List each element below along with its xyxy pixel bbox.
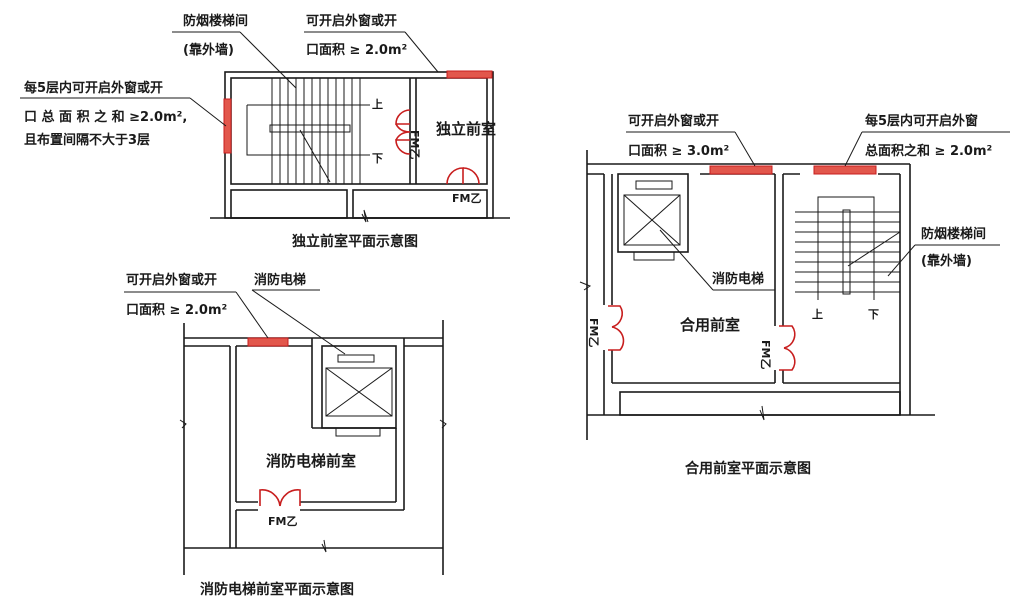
window-b-line1: 每5层内可开启外窗 xyxy=(865,113,978,129)
window-left-line3: 且布置间隔不大于3层 xyxy=(24,132,150,148)
window-top xyxy=(446,70,493,79)
stair-label-line2: (靠外墙) xyxy=(921,253,972,269)
window-b xyxy=(813,165,877,175)
room-label: 消防电梯前室 xyxy=(266,452,356,470)
stair-label-line2: (靠外墙) xyxy=(183,42,234,58)
leader-lines xyxy=(20,31,439,127)
stair-label-line1: 防烟楼梯间 xyxy=(921,226,986,242)
fire-elevator-shaft xyxy=(321,345,397,437)
window-a-line1: 可开启外窗或开 xyxy=(628,113,719,129)
stair-treads xyxy=(795,196,901,300)
room-label: 合用前室 xyxy=(679,316,740,334)
door-label-exit: FM乙 xyxy=(452,192,481,205)
elevator-label: 消防电梯 xyxy=(712,271,764,287)
diagram1-caption: 独立前室平面示意图 xyxy=(292,233,418,250)
door-label-right: FM乙 xyxy=(759,340,772,369)
elevator-label: 消防电梯 xyxy=(254,272,306,288)
door-fm-yi-right xyxy=(779,325,796,371)
window-left-line2: 口 总 面 积 之 和 ≥2.0m², xyxy=(24,109,187,125)
window-line1: 可开启外窗或开 xyxy=(126,272,217,288)
walls xyxy=(179,320,447,575)
diagram3-caption: 合用前室平面示意图 xyxy=(685,460,811,477)
window-a-line2: 口面积 ≥ 3.0m² xyxy=(628,143,729,159)
window xyxy=(247,337,289,347)
stair-down-label: 下 xyxy=(868,308,879,321)
door-label-stair: FM乙 xyxy=(408,130,421,159)
stair-treads xyxy=(246,78,370,184)
window-line2: 口面积 ≥ 2.0m² xyxy=(126,302,227,318)
walls xyxy=(579,150,935,440)
diagram-shared-anteroom: 上 下 FM乙 FM乙 合用前室 可开启外窗或开 口面积 ≥ 3.0m² 每5层… xyxy=(579,113,1010,477)
door-label: FM乙 xyxy=(268,515,297,528)
stair-down-label: 下 xyxy=(372,152,383,165)
door-fm-yi-exit xyxy=(446,167,480,185)
door-fm-yi xyxy=(259,489,301,507)
room-label: 独立前室 xyxy=(436,120,496,138)
window-top-line1: 可开启外窗或开 xyxy=(306,13,397,29)
diagram2-caption: 消防电梯前室平面示意图 xyxy=(200,581,354,598)
door-label-left: FM乙 xyxy=(587,318,600,347)
walls xyxy=(210,71,510,223)
stair-label-line1: 防烟楼梯间 xyxy=(183,13,248,29)
door-fm-yi-left xyxy=(608,305,625,351)
stair-up-label: 上 xyxy=(372,97,383,111)
window-top-line2: 口面积 ≥ 2.0m² xyxy=(306,42,407,58)
window-b-line2: 总面积之和 ≥ 2.0m² xyxy=(865,143,992,159)
stair-up-label: 上 xyxy=(812,307,823,321)
diagram-fire-elevator-anteroom: FM乙 消防电梯前室 可开启外窗或开 口面积 ≥ 2.0m² 消防电梯 消防电梯… xyxy=(124,272,447,598)
window-left xyxy=(223,98,232,154)
leader-lines xyxy=(124,289,346,355)
leader-lines xyxy=(626,131,1010,291)
diagram-independent-anteroom: 上 下 FM乙 FM乙 独立前室 防烟楼梯间 (靠外墙) 可开启外窗或开 xyxy=(20,13,510,250)
fire-elevator-shaft xyxy=(617,173,689,261)
window-a xyxy=(709,165,773,175)
window-left-line1: 每5层内可开启外窗或开 xyxy=(24,80,163,96)
door-fm-yi-stair xyxy=(395,109,411,155)
